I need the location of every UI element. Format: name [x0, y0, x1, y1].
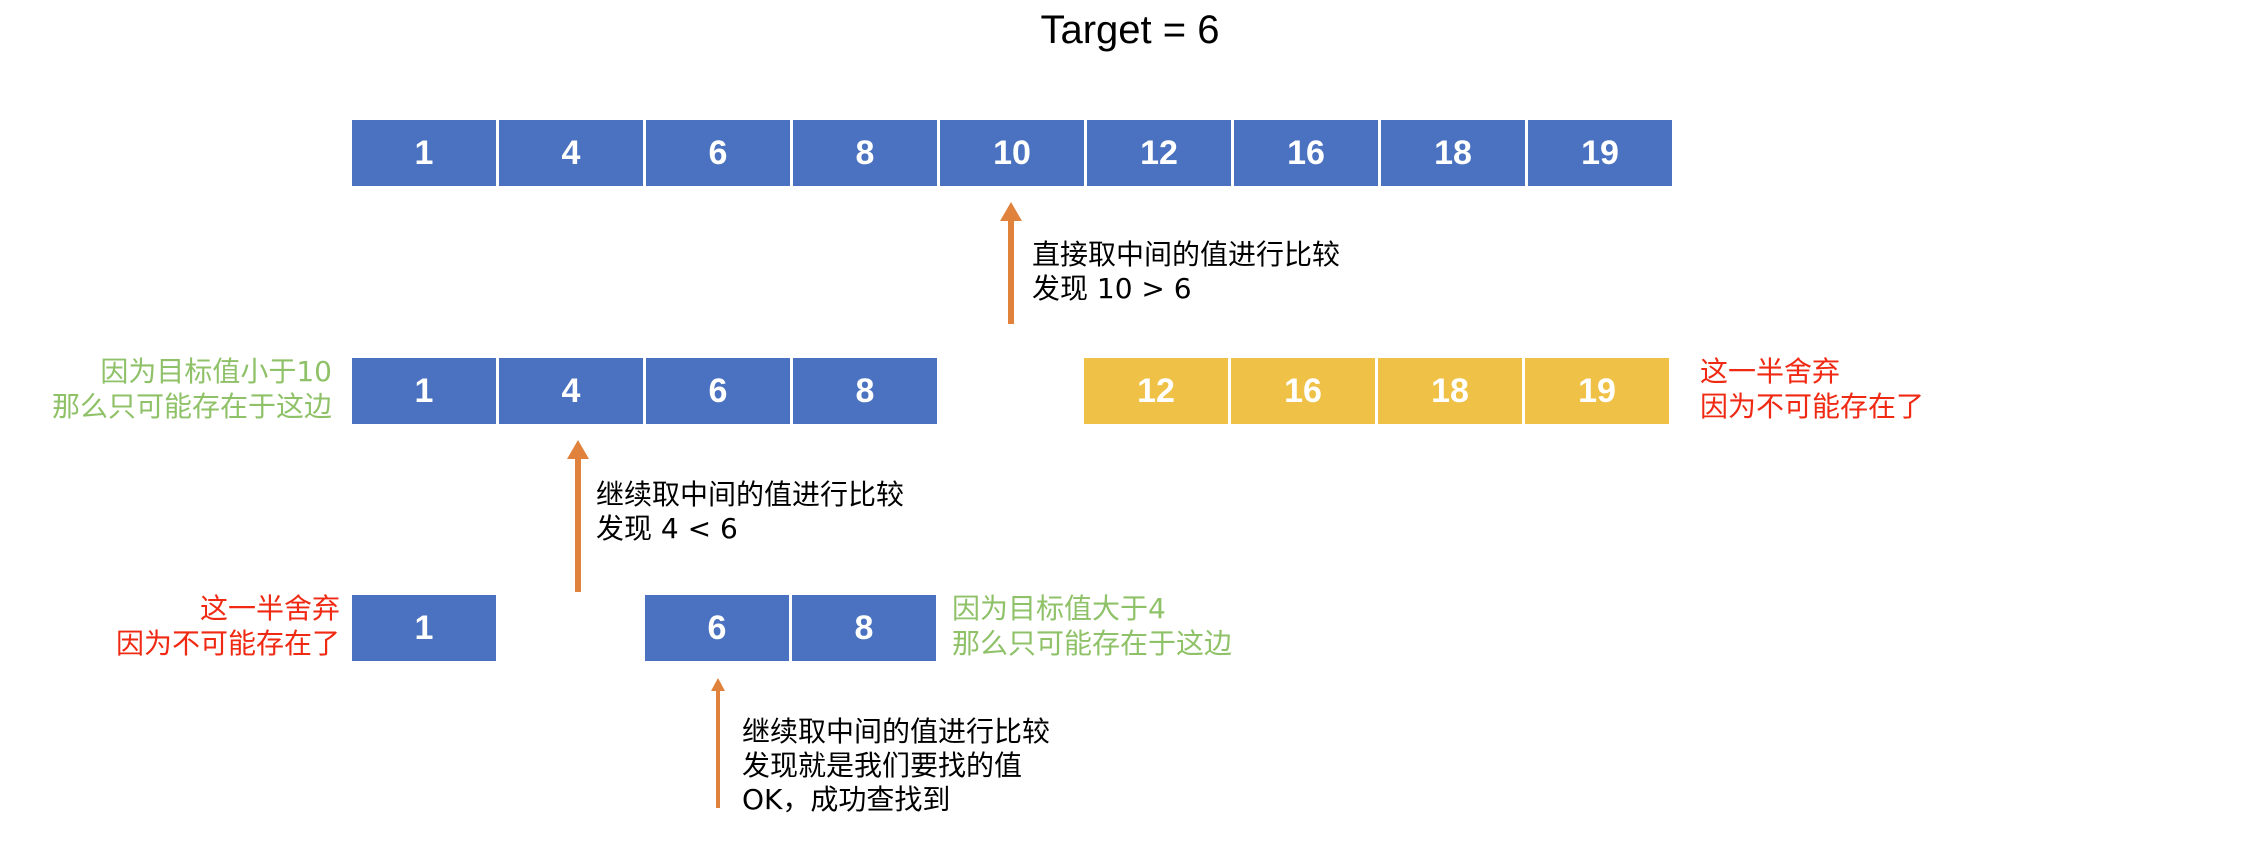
array-cell[interactable]: 8 [793, 358, 937, 424]
array-cell[interactable]: 16 [1234, 120, 1378, 186]
array-cell[interactable]: 1 [352, 120, 496, 186]
array-row-left-kept: 1 4 6 8 [352, 358, 937, 424]
array-row-right-discarded: 12 16 18 19 [1084, 358, 1669, 424]
array-row-right-kept: 6 8 [645, 595, 936, 661]
step1-note-line1: 直接取中间的值进行比较 [1032, 238, 1341, 271]
array-cell-midpoint[interactable]: 4 [499, 358, 643, 424]
arrow-head-icon [567, 440, 589, 459]
step3-note: 继续取中间的值进行比较 发现就是我们要找的值 OK，成功查找到 [742, 715, 1050, 817]
array-cell[interactable]: 12 [1087, 120, 1231, 186]
step3-note-line1: 继续取中间的值进行比较 [742, 715, 1051, 748]
midpoint-arrow-step1 [1000, 202, 1022, 324]
step3-note-line2: 发现就是我们要找的值 [742, 749, 1023, 783]
page-title: Target = 6 [1040, 8, 1220, 52]
row2-keep-label-line2: 那么只可能存在于这边 [51, 389, 332, 423]
array-row-left-remaining: 1 [352, 595, 496, 661]
array-cell[interactable]: 6 [646, 120, 790, 186]
row2-discard-label-line2: 因为不可能存在了 [1700, 389, 1925, 423]
array-cell-discarded[interactable]: 12 [1084, 358, 1228, 424]
array-cell-midpoint[interactable]: 6 [645, 595, 789, 661]
step2-note-line1: 继续取中间的值进行比较 [596, 478, 905, 511]
row3-keep-label-line2: 那么只可能存在于这边 [952, 626, 1233, 660]
array-cell-midpoint[interactable]: 10 [940, 120, 1084, 186]
step1-note-line2: 发现 10 > 6 [1032, 272, 1192, 306]
array-row-full: 1 4 6 8 10 12 16 18 19 [352, 120, 1672, 186]
midpoint-arrow-step2 [567, 440, 589, 592]
array-cell[interactable]: 18 [1381, 120, 1525, 186]
arrow-shaft [575, 457, 581, 592]
arrow-shaft [1008, 219, 1014, 324]
row2-discard-label: 这一半舍弃 因为不可能存在了 [1700, 355, 1924, 424]
row2-keep-label-line1: 因为目标值小于10 [100, 355, 332, 388]
array-cell[interactable]: 19 [1528, 120, 1672, 186]
arrow-shaft [716, 690, 720, 808]
row2-keep-label: 因为目标值小于10 那么只可能存在于这边 [0, 355, 332, 424]
array-cell[interactable]: 4 [499, 120, 643, 186]
row3-discard-label-line2: 因为不可能存在了 [115, 626, 340, 660]
row3-keep-label-line1: 因为目标值大于4 [952, 592, 1166, 625]
row3-discard-label-line1: 这一半舍弃 [199, 592, 340, 625]
array-cell-discarded[interactable]: 16 [1231, 358, 1375, 424]
array-cell[interactable]: 1 [352, 358, 496, 424]
array-cell[interactable]: 8 [792, 595, 936, 661]
array-cell-discarded[interactable]: 18 [1378, 358, 1522, 424]
step2-note: 继续取中间的值进行比较 发现 4 < 6 [596, 478, 904, 546]
arrow-head-icon [1000, 202, 1022, 221]
row2-discard-label-line1: 这一半舍弃 [1700, 355, 1841, 388]
step1-note: 直接取中间的值进行比较 发现 10 > 6 [1032, 238, 1340, 306]
array-cell-discarded[interactable]: 19 [1525, 358, 1669, 424]
row3-keep-label: 因为目标值大于4 那么只可能存在于这边 [952, 592, 1232, 661]
step3-note-line3: OK，成功查找到 [742, 783, 951, 817]
midpoint-arrow-step3 [711, 678, 725, 808]
step2-note-line2: 发现 4 < 6 [596, 512, 738, 546]
array-cell[interactable]: 1 [352, 595, 496, 661]
row3-discard-label: 这一半舍弃 因为不可能存在了 [0, 592, 340, 661]
arrow-head-icon [711, 678, 725, 691]
array-cell[interactable]: 6 [646, 358, 790, 424]
array-cell[interactable]: 8 [793, 120, 937, 186]
